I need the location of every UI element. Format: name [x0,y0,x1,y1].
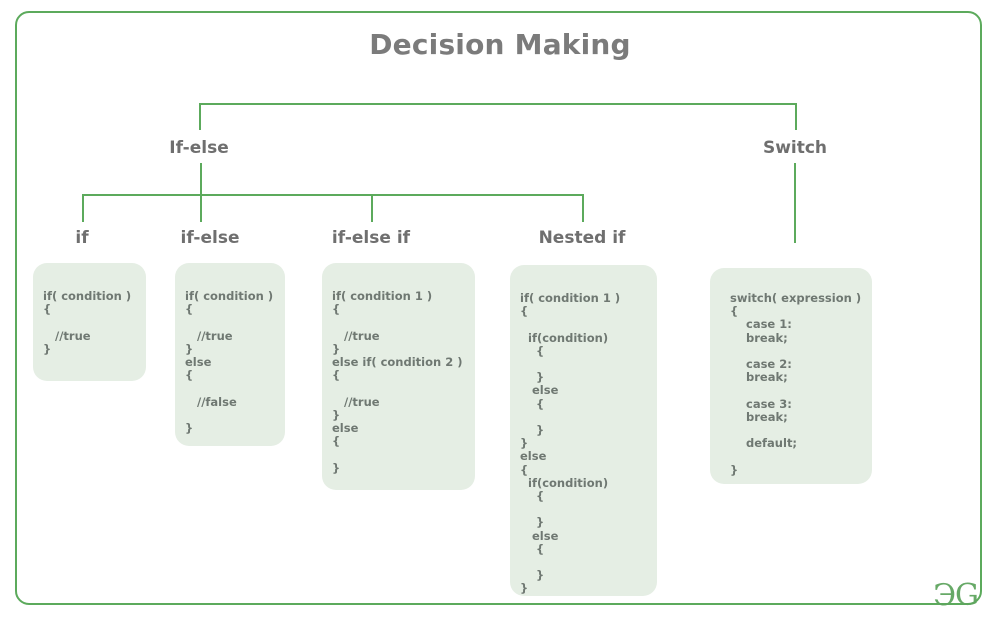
node-if-else-child-label: if-else [180,228,240,248]
code-text-switch: switch( expression ) { case 1: break; ca… [730,291,862,477]
node-if-else-label: If-else [169,138,229,158]
geeksforgeeks-logo: ЭG [933,578,979,613]
connector-ifelse-stem [200,163,202,195]
node-switch-label: Switch [762,138,828,158]
node-nested-if: Nested if [522,228,642,248]
code-box-if-else-if: if( condition 1 ) { //true } else if( co… [322,263,475,490]
node-if-else-child: if-else [150,228,270,248]
code-text-if: if( condition ) { //true } [43,289,132,356]
connector-root-drop-ifelse [199,103,201,130]
connector-drop-if-else [200,194,202,222]
diagram-border [15,11,982,605]
node-if-else: If-else [139,138,259,158]
connector-drop-if-else-if [371,194,373,222]
code-box-nested-if: if( condition 1 ) { if(condition) { } el… [510,265,657,596]
connector-drop-nested-if [582,194,584,222]
node-switch: Switch [735,138,855,158]
code-box-if-else: if( condition ) { //true } else { //fals… [175,263,285,446]
node-if-else-if-label: if-else if [331,228,411,248]
connector-root-drop-switch [795,103,797,130]
connector-ifelse-horizontal [82,194,584,196]
code-text-if-else: if( condition ) { //true } else { //fals… [185,289,274,436]
node-if: if [32,228,132,248]
page-title: Decision Making [369,28,631,61]
code-text-if-else-if: if( condition 1 ) { //true } else if( co… [332,289,463,475]
node-nested-if-label: Nested if [538,228,626,248]
connector-drop-if [82,194,84,222]
code-box-if: if( condition ) { //true } [33,263,146,381]
node-if-else-if: if-else if [311,228,431,248]
connector-root-horizontal [199,103,797,105]
code-box-switch: switch( expression ) { case 1: break; ca… [710,268,872,484]
node-if-label: if [75,228,89,248]
code-text-nested-if: if( condition 1 ) { if(condition) { } el… [520,291,621,596]
connector-switch-stem [794,163,796,243]
